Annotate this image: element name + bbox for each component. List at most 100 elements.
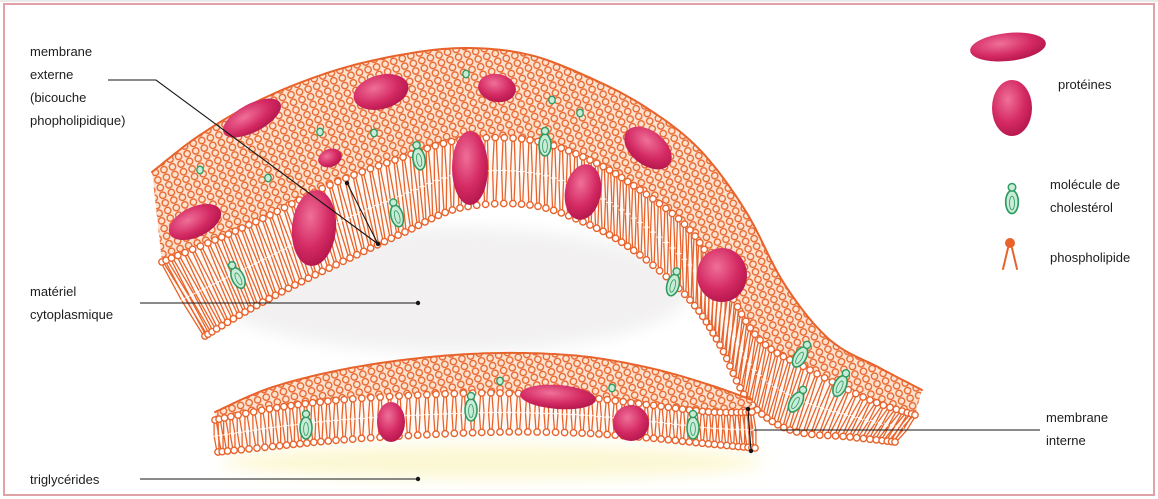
phospholipid-head [612,398,618,404]
phospholipid-head [243,410,249,416]
phospholipid-head [469,430,475,436]
phospholipid-head [757,337,763,343]
cholesterol-head [541,127,548,134]
phospholipid-head [281,205,287,211]
legend-cholesterol-2: cholestérol [1050,200,1113,215]
phospholipid-head [880,402,886,408]
phospholipid-head [212,237,218,243]
phospholipid-head [405,392,411,398]
phospholipid-head [482,201,488,207]
protein [969,29,1048,65]
phospholipid-head [274,405,280,411]
phospholipid-head [168,255,174,261]
phospholipid-head [333,437,339,443]
phospholipid-head [752,331,758,337]
phospholipid-head [619,239,625,245]
phospholipid-head [558,145,564,151]
phospholipid-head [232,228,238,234]
phospholipid-head [579,430,585,436]
phospholipid-head [424,145,430,151]
label-membrane-externe-1: membrane [30,44,92,59]
legend-proteines: protéines [1058,77,1112,92]
phospholipid-head [665,437,671,443]
phospholipid-head [246,446,252,452]
phospholipid-head [527,137,533,143]
phospholipid-head [381,238,387,244]
label-membrane-externe-3: (bicouche [30,90,86,105]
phospholipid-head [435,212,441,218]
cholesterol-head [302,410,309,417]
phospholipid-head [612,235,618,241]
phospholipid-head [527,202,533,208]
phospholipid-head [650,262,656,268]
phospholipid-icon [1003,238,1017,269]
phospholipid-head [483,135,489,141]
phospholipid-head [254,445,260,451]
phospholipid-head [853,390,859,396]
phospholipid-head [874,400,880,406]
phospholipid-head [340,258,346,264]
phospholipid-head [867,397,873,403]
phospholipid-head [460,390,466,396]
phospholipid-head [347,255,353,261]
phospholipid-head [267,212,273,218]
cholesterol-dot [497,377,503,385]
label-materiel-cytoplasmique-2: cytoplasmique [30,307,113,322]
phospholipid-head [747,325,753,331]
phospholipid-head [272,292,278,298]
leader-dot [376,242,380,246]
phospholipid-head [506,390,512,396]
cholesterol-head [412,141,420,149]
phospholipid-head [440,140,446,146]
phospholipid-head [774,350,780,356]
phospholipid-head [221,415,227,421]
phospholipid-head [551,207,557,213]
phospholipid-head [262,444,268,450]
phospholipid-head [238,447,244,453]
phospholipid-head [686,439,692,445]
phospholipid-head [253,219,259,225]
phospholipid-head [693,439,699,445]
phospholipid-head [448,138,454,144]
phospholipid-head [506,429,512,435]
phospholipid-head [266,296,272,302]
phospholipid-head [492,201,498,207]
phospholipid-head [651,435,657,441]
phospholipid-head [501,135,507,141]
phospholipid-head [367,245,373,251]
cholesterol-head [689,410,696,417]
phospholipid-head [672,405,678,411]
phospholipid-head [643,435,649,441]
phospholipid-head [847,434,853,440]
phospholipid-head [189,246,195,252]
phospholipid-head [402,229,408,235]
cholesterol-dot [265,174,271,182]
leader-dot [746,407,750,411]
phospholipid-head [606,232,612,238]
phospholipid-head [643,257,649,263]
triglyceride-region [220,445,764,479]
phospholipid-head [580,154,586,160]
phospholipid-head [224,448,230,454]
phospholipid-head [182,249,188,255]
phospholipid-head [679,438,685,444]
label-membrane-interne-2: interne [1046,433,1086,448]
cholesterol-molecule [465,392,477,421]
phospholipid-head [295,401,301,407]
phospholipid-head [409,226,415,232]
phospholipid-head [519,136,525,142]
phospholipid-head [285,285,291,291]
phospholipid-head [442,209,448,215]
phospholipid-head [326,265,332,271]
phospholipid-head [669,210,675,216]
phospholipid-head [288,402,294,408]
phospholipid-head [231,447,237,453]
phospholipid-head [260,299,266,305]
phospholipid-head [604,397,610,403]
phospholipid-head [351,172,357,178]
phospholipid-head [432,143,438,149]
phospholipid-head [266,406,272,412]
phospholipid-head [277,443,283,449]
phospholipid-head [692,233,698,239]
